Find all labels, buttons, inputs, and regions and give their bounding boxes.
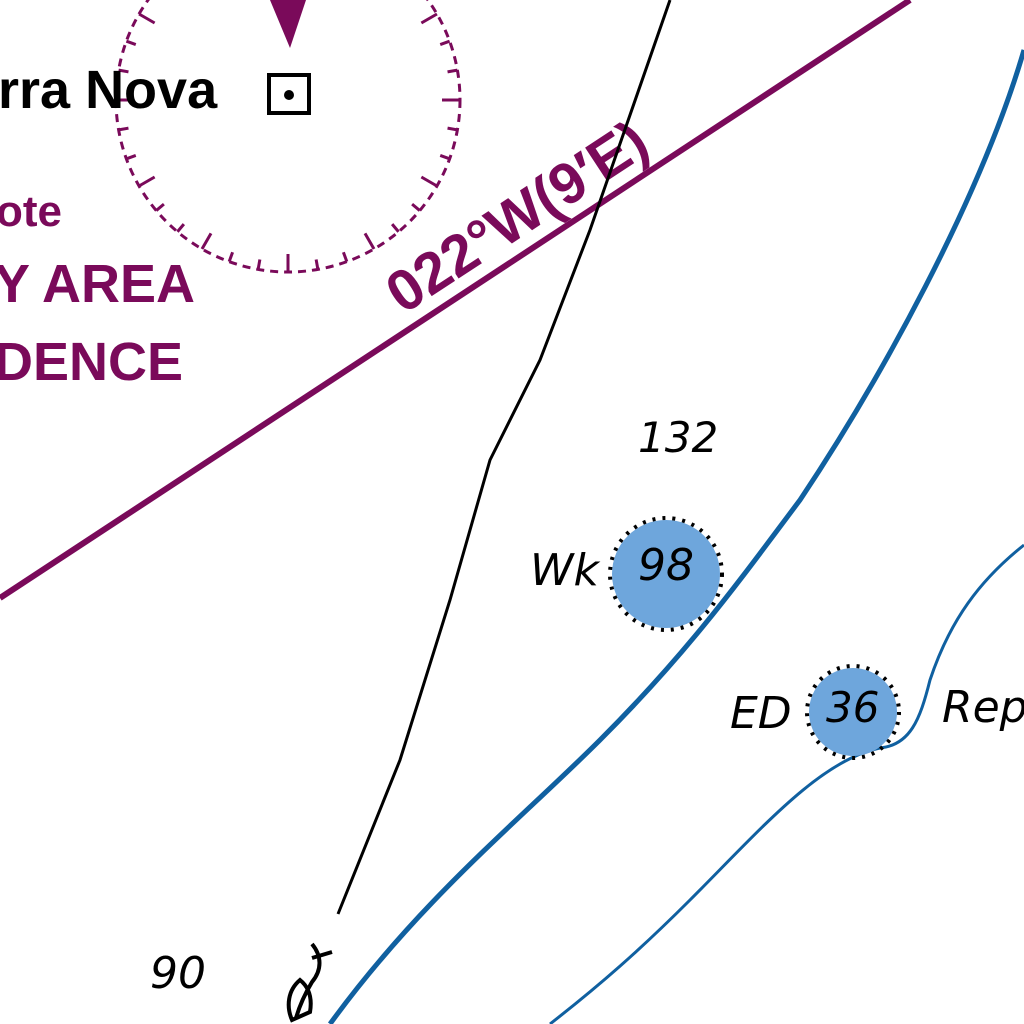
variation-label: 022°W(9′E) [374, 108, 659, 326]
compass-tick [138, 175, 156, 188]
wreck-label: Wk [530, 545, 601, 596]
area-note-line1: ote [0, 187, 62, 236]
compass-tick [176, 223, 186, 233]
compass-tick [118, 68, 129, 74]
landmark-icon [267, 73, 311, 115]
fishing-symbol-icon [286, 942, 333, 1023]
compass-tick [314, 259, 320, 270]
area-note-line2: Y AREA [0, 254, 195, 314]
partial-label: Rep [942, 682, 1024, 733]
compass-tick [256, 259, 262, 270]
compass-tick [390, 223, 400, 233]
compass-tick [420, 175, 438, 188]
compass-tick [420, 12, 438, 25]
compass-tick [125, 39, 137, 47]
compass-tick [227, 251, 235, 263]
compass-tick [200, 232, 213, 250]
compass-tick [447, 126, 458, 132]
compass-tick [439, 153, 451, 161]
north-arrow-icon [270, 0, 306, 48]
limit-line [336, 0, 672, 915]
depth-contour-inner [549, 543, 1024, 1024]
ed-label: ED [730, 688, 792, 739]
compass-tick [363, 232, 376, 250]
ed-depth: 36 [826, 683, 879, 732]
compass-tick [125, 153, 137, 161]
sounding-90: 90 [150, 948, 206, 999]
compass-tick [118, 126, 129, 132]
place-name: rra Nova [0, 60, 218, 120]
area-note-line3: DENCE [0, 332, 183, 392]
compass-tick [155, 202, 165, 212]
variation-line [0, 0, 912, 601]
compass-tick [341, 251, 349, 263]
ed-hazard: ED 36 [730, 664, 901, 760]
compass-tick [411, 202, 421, 212]
sounding-132: 132 [638, 413, 718, 462]
wreck-depth: 98 [638, 540, 694, 591]
compass-tick [439, 39, 451, 47]
compass-rose-icon [114, 0, 462, 274]
wreck-hazard: Wk 98 [530, 516, 724, 632]
compass-tick [138, 12, 156, 25]
compass-tick [447, 68, 458, 74]
depth-contour-outer [327, 49, 1024, 1024]
